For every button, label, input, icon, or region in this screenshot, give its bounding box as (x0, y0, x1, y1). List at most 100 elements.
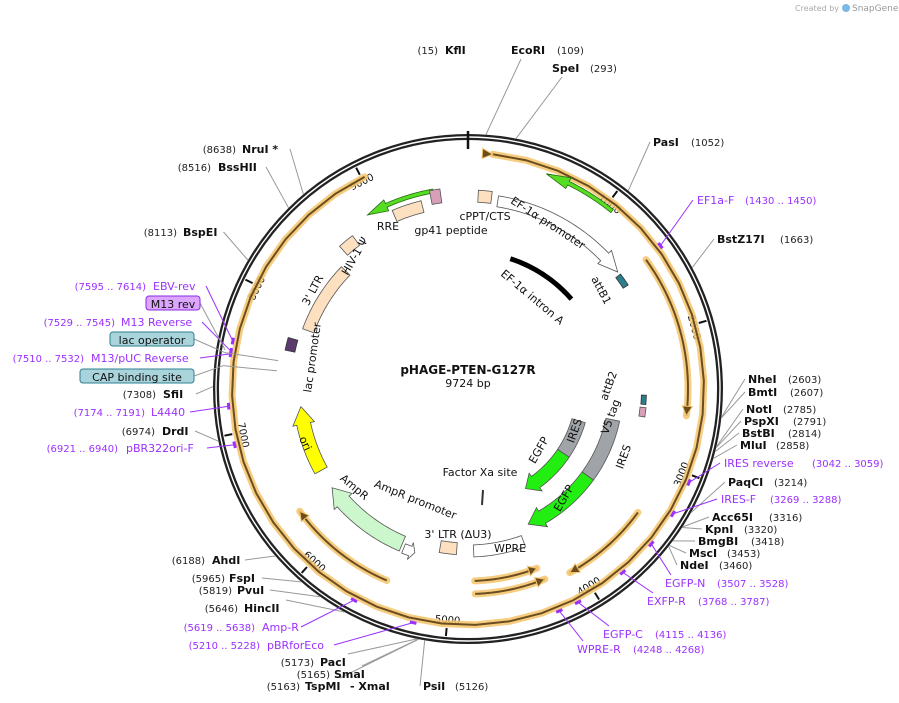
cut-site-ndei[interactable]: NdeI(3460) (668, 546, 753, 572)
cut-site-bmgbi[interactable]: BmgBI(3418) (672, 535, 784, 548)
primer-name: EGFP-N (665, 577, 705, 590)
cut-site-leader-line (419, 640, 426, 687)
primer-range: (1430 .. 1450) (745, 196, 817, 207)
cut-site-acc65i[interactable]: Acc65I(3316) (682, 511, 802, 528)
cut-site-position: (3214) (774, 478, 807, 489)
lac-promoter-feature[interactable] (284, 336, 299, 353)
feature-label: AmpR promoter (372, 477, 458, 522)
cut-site-ecori[interactable]: EcoRI(109) (485, 44, 584, 135)
primer-site-mark (647, 540, 655, 548)
cppt-cts-feature[interactable] (477, 189, 493, 204)
cut-site-paqci[interactable]: PaqCI(3214) (690, 476, 807, 513)
cut-site-bspei[interactable]: BspEI(8113) (144, 226, 249, 261)
3ltr-du3-feature[interactable] (438, 540, 458, 556)
primer-range: (4115 .. 4136) (655, 630, 727, 641)
primer-ebvrev[interactable]: EBV-rev(7595 .. 7614) (75, 280, 235, 345)
cut-site-mlui[interactable]: MluI(2858) (713, 439, 809, 459)
cut-site-pspxi[interactable]: PspXI(2791) (715, 415, 826, 449)
primer-leader-line (672, 498, 718, 515)
cut-site-hincii[interactable]: HincII(5646) (205, 599, 345, 615)
cut-site-name: BstZ17I (717, 233, 765, 246)
primer-name: pBR322ori-F (126, 442, 194, 455)
cut-site-msci[interactable]: MscI(3453) (669, 544, 760, 560)
ori-feature[interactable] (292, 405, 328, 475)
primer-site-mark (669, 510, 676, 518)
cut-site-name: PvuI (237, 584, 264, 597)
orf-arrow[interactable] (296, 507, 391, 584)
feature-tag-m13rev[interactable]: M13 rev (145, 295, 226, 351)
feature-label: gp41 peptide (414, 224, 488, 237)
primer-ampr[interactable]: Amp-R(5619 .. 5638) (184, 597, 358, 634)
plasmid-length: 9724 bp (445, 377, 490, 390)
egfp-feature[interactable] (527, 471, 594, 528)
cut-site-sfii[interactable]: SfiI(7308) (123, 386, 214, 401)
orf-arrow[interactable] (471, 575, 549, 598)
cut-site-pasi[interactable]: PasI(1052) (627, 136, 724, 191)
cut-site-bsshii[interactable]: BssHII(8516) (178, 161, 290, 209)
primer-m13pucreverse[interactable]: M13/pUC Reverse(7510 .. 7532) (13, 350, 233, 365)
cut-site-bmti[interactable]: BmtI(2607) (720, 386, 823, 419)
cut-site-paci[interactable]: PacI(5173) (281, 638, 418, 669)
orf-arrow[interactable] (642, 256, 694, 420)
feature-label: EF-1α intron A (498, 267, 567, 328)
attb2-feature[interactable] (640, 394, 647, 405)
cut-site-noti[interactable]: NotI(2785) (715, 403, 816, 448)
cut-site-leader-line (669, 544, 687, 554)
cut-site-bstbi[interactable]: BstBI(2814) (714, 427, 821, 452)
cut-site-psii[interactable]: PsiI(5126) (419, 640, 488, 693)
cut-site-ahdi[interactable]: AhdI(6188) (172, 554, 276, 567)
primer-l4440[interactable]: L4440(7174 .. 7191) (74, 402, 231, 419)
attb1-feature[interactable] (615, 273, 629, 289)
orf-arrow[interactable] (228, 147, 708, 629)
ef1a-promoter-feature[interactable] (496, 195, 619, 273)
cut-site-drdi[interactable]: DrdI(6974) (122, 425, 219, 442)
cut-site-kpni[interactable]: KpnI(3320) (682, 523, 777, 536)
wpre-feature[interactable] (473, 535, 526, 558)
cut-site-position: (8638) (203, 145, 236, 156)
feature-label: EF-1α promoter (508, 194, 588, 252)
cut-site-position: (1052) (691, 138, 724, 149)
orf-arrow[interactable] (566, 508, 642, 577)
primer-m13reverse[interactable]: M13 Reverse(7529 .. 7545) (44, 316, 234, 355)
ampr-promoter-feature[interactable] (401, 542, 416, 560)
primer-leader-line (622, 571, 654, 594)
hiv1-psi-feature[interactable] (338, 235, 361, 256)
cut-site-fspi[interactable]: FspI(5965) (192, 572, 302, 585)
gp41-peptide-feature[interactable] (428, 188, 443, 205)
primer-range: (5619 .. 5638) (184, 623, 256, 634)
rre-feature[interactable] (391, 200, 425, 222)
egfp-feature[interactable] (525, 448, 570, 492)
primer-ef1af[interactable]: EF1a-F(1430 .. 1450) (657, 194, 817, 250)
primer-egfpc[interactable]: EGFP-C(4115 .. 4136) (574, 599, 727, 641)
feature-tag-lacoperator[interactable]: lac operator (109, 331, 279, 362)
primer-iresf[interactable]: IRES-F(3269 .. 3288) (669, 493, 842, 518)
primer-pbr322orif[interactable]: pBR322ori-F(6921 .. 6940) (47, 441, 237, 455)
cut-site-spei[interactable]: SpeI(293) (515, 62, 617, 139)
cut-site-leader-line (627, 141, 651, 191)
cut-site-smai[interactable]: SmaI(5165) (297, 638, 419, 681)
v5-tag-feature[interactable] (638, 406, 647, 418)
cut-site-position: (5126) (455, 682, 488, 693)
cut-site-pvui[interactable]: PvuI(5819) (199, 584, 321, 598)
cut-site-position: (3316) (769, 513, 802, 524)
cut-site-kfli[interactable]: KflI(15) (417, 44, 465, 57)
cut-site-bstz17i[interactable]: BstZ17I(1663) (691, 233, 813, 268)
cut-site-nhei[interactable]: NheI(2603) (721, 373, 821, 418)
primer-bind-arrow[interactable] (546, 173, 614, 214)
cut-site-leader-line (691, 238, 715, 268)
feature-tag-capbindingsite[interactable]: CAP binding site (79, 365, 277, 384)
ef1a-intron-feature[interactable] (509, 256, 574, 301)
cut-site-nrui[interactable]: NruI *(8638) (203, 143, 304, 195)
primer-exfpr[interactable]: EXFP-R(3768 .. 3787) (619, 569, 770, 608)
orf-arrow[interactable] (471, 564, 541, 585)
feature-tag-box (79, 368, 195, 384)
feature-label: ori (296, 434, 314, 452)
3ltr-feature[interactable] (302, 266, 351, 334)
primer-pbrforeco[interactable]: pBRforEco(5210 .. 5228) (189, 620, 417, 652)
primer-name: L4440 (151, 406, 185, 419)
cut-site-leader-line (223, 231, 249, 261)
primer-wprer[interactable]: WPRE-R(4248 .. 4268) (555, 608, 705, 656)
primer-iresreverse[interactable]: IRES reverse(3042 .. 3059) (686, 457, 884, 487)
primer-egfpn[interactable]: EGFP-N(3507 .. 3528) (647, 540, 789, 590)
ampr-feature[interactable] (331, 487, 407, 552)
